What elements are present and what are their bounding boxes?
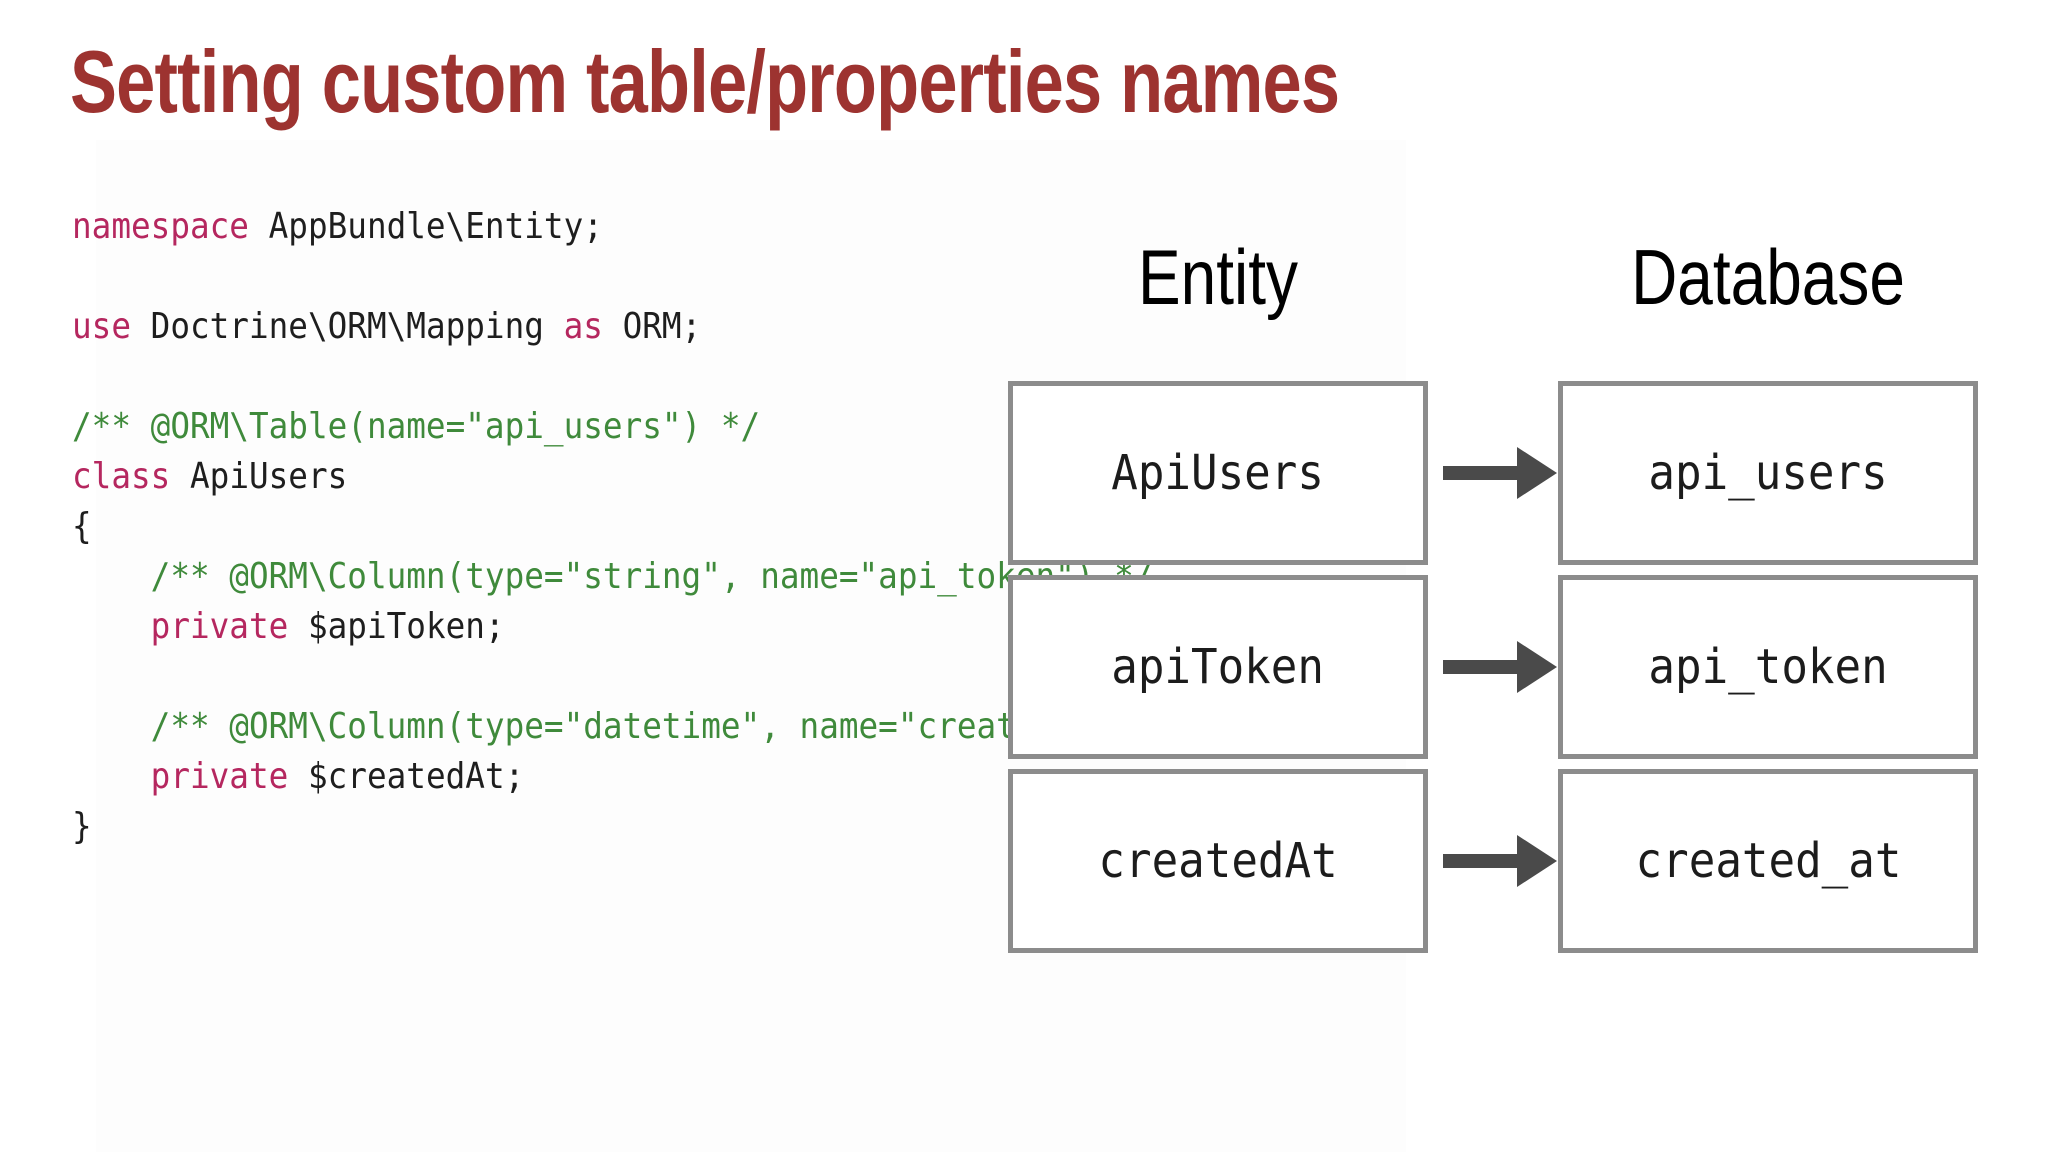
code-token-pln: } xyxy=(72,806,92,847)
entity-box-row-2: apiToken xyxy=(1008,575,1428,759)
code-line: class ApiUsers xyxy=(72,452,1212,502)
entity-box-row-3: createdAt xyxy=(1008,769,1428,953)
entity-name-label: createdAt xyxy=(1098,833,1338,889)
code-token-pln: ApiUsers xyxy=(170,456,348,497)
code-line: { xyxy=(72,502,1212,552)
code-token-cmt: /** @ORM\Column(type="string", name="api… xyxy=(72,556,1154,597)
database-box-row-3: created_at xyxy=(1558,769,1978,953)
code-token-kw: private xyxy=(150,606,289,647)
code-token-pln: ORM; xyxy=(602,306,702,347)
code-token-pln: { xyxy=(72,506,92,547)
entity-name-label: apiToken xyxy=(1111,639,1325,695)
code-line xyxy=(72,252,1212,302)
page-title: Setting custom table/properties names xyxy=(70,32,1340,131)
code-token-pln: AppBundle\Entity; xyxy=(248,206,603,247)
arrow-right-icon xyxy=(1443,641,1557,693)
code-block: namespace AppBundle\Entity; use Doctrine\… xyxy=(72,202,1212,852)
code-token-kw: as xyxy=(563,306,603,347)
entity-box-row-1: ApiUsers xyxy=(1008,381,1428,565)
database-name-label: created_at xyxy=(1635,833,1901,889)
code-line: private $apiToken; xyxy=(72,602,1212,652)
code-token-kw: private xyxy=(150,756,289,797)
entity-name-label: ApiUsers xyxy=(1111,445,1325,501)
diagram-header-database: Database xyxy=(1631,233,1905,321)
database-box-row-1: api_users xyxy=(1558,381,1978,565)
database-name-label: api_users xyxy=(1648,445,1888,501)
code-token-pln xyxy=(72,606,151,647)
code-token-cmt: /** @ORM\Table(name="api_users") */ xyxy=(72,406,761,447)
code-token-pln: $createdAt; xyxy=(288,756,525,797)
code-token-pln xyxy=(72,756,151,797)
code-token-kw: namespace xyxy=(72,206,249,247)
code-token-pln: Doctrine\ORM\Mapping xyxy=(130,306,564,347)
arrow-right-icon xyxy=(1443,447,1557,499)
code-token-kw: class xyxy=(72,456,171,497)
code-token-kw: use xyxy=(72,306,131,347)
code-line: } xyxy=(72,802,1212,852)
code-token-pln: $apiToken; xyxy=(288,606,505,647)
diagram-header-entity: Entity xyxy=(1138,233,1298,321)
code-line: private $createdAt; xyxy=(72,752,1212,802)
code-line: use Doctrine\ORM\Mapping as ORM; xyxy=(72,302,1212,352)
code-line: /** @ORM\Table(name="api_users") */ xyxy=(72,402,1212,452)
code-line: namespace AppBundle\Entity; xyxy=(72,202,1212,252)
arrow-right-icon xyxy=(1443,835,1557,887)
database-name-label: api_token xyxy=(1648,639,1888,695)
database-box-row-2: api_token xyxy=(1558,575,1978,759)
